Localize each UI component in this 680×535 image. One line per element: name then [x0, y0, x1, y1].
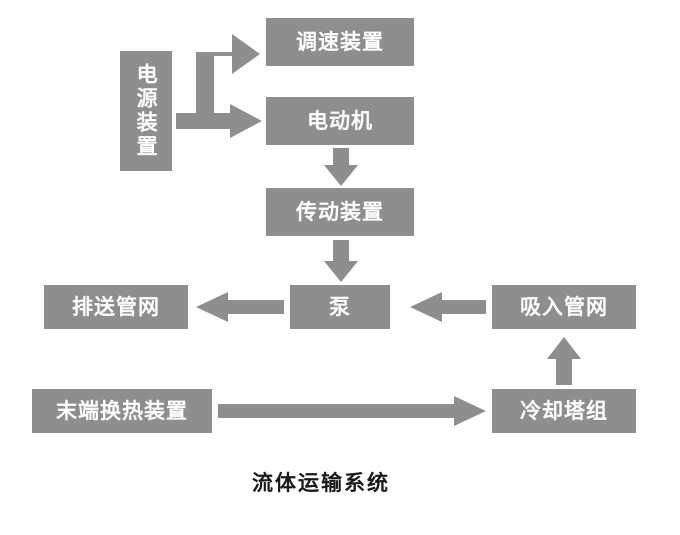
- arrow-power-to-speed: [176, 24, 266, 124]
- arrow-cooling-to-suction: [547, 337, 581, 385]
- diagram-caption: 流体运输系统: [252, 470, 390, 495]
- node-cooling: 冷却塔组: [492, 389, 636, 433]
- node-power: 电源装置: [120, 51, 172, 171]
- node-speed: 调速装置: [266, 18, 414, 66]
- arrow-power-to-motor: [176, 104, 262, 138]
- arrow-suction-to-pump: [410, 292, 486, 322]
- node-terminal: 末端换热装置: [32, 389, 212, 433]
- arrow-terminal-to-cooling: [218, 396, 486, 426]
- node-motor: 电动机: [266, 97, 414, 145]
- node-discharge: 排送管网: [44, 285, 188, 329]
- node-suction: 吸入管网: [492, 285, 636, 329]
- arrow-transmission-to-pump: [324, 240, 358, 282]
- arrow-motor-to-transmission: [324, 148, 358, 186]
- node-pump: 泵: [290, 285, 390, 329]
- arrow-pump-to-discharge: [196, 292, 284, 322]
- node-transmission: 传动装置: [266, 188, 414, 236]
